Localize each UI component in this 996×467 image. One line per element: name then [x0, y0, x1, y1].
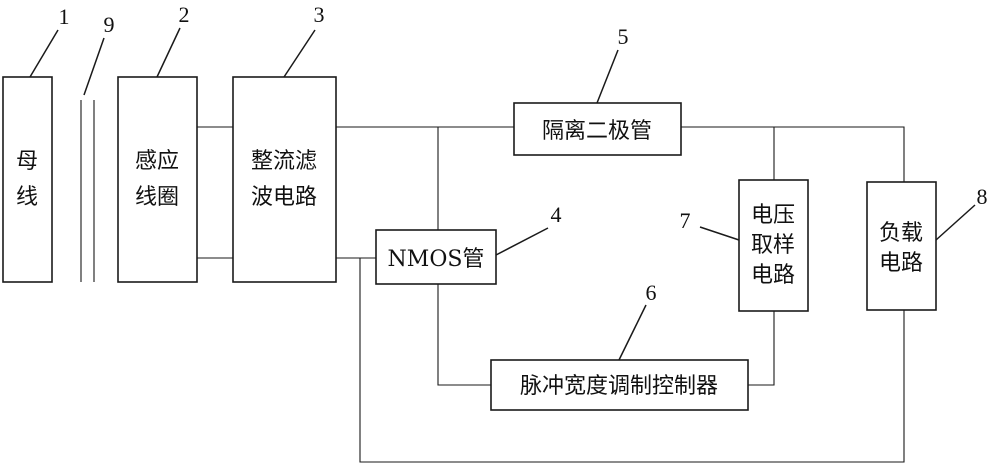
load-circuit-label-line1: 负载	[879, 221, 923, 246]
block-load-circuit: 负载 电路	[866, 181, 937, 311]
number-1: 1	[59, 4, 70, 29]
block-pwm-controller: 脉冲宽度调制控制器	[490, 359, 749, 411]
pwm-controller-label: 脉冲宽度调制控制器	[520, 374, 718, 399]
voltage-sampling-label-line2: 取样	[751, 233, 795, 258]
induction-coil-label-line2: 线圈	[135, 185, 179, 210]
leader-1	[29, 29, 59, 78]
leader-lines	[29, 27, 976, 361]
number-3: 3	[314, 2, 325, 27]
number-8: 8	[977, 184, 988, 209]
leader-5	[596, 49, 619, 104]
leader-3	[283, 29, 316, 78]
busbar-label-line1: 母	[16, 149, 38, 174]
rectifier-label-line1: 整流滤	[251, 149, 317, 174]
wire-nmos-to-pwm	[437, 284, 491, 386]
voltage-sampling-label-line3: 电路	[751, 263, 795, 288]
number-9: 9	[104, 12, 115, 37]
load-circuit-label-line2: 电路	[879, 251, 923, 276]
number-6: 6	[646, 280, 657, 305]
block-induction-coil: 感应 线圈	[117, 76, 198, 283]
number-7: 7	[680, 208, 691, 233]
block-isolation-diode: 隔离二极管	[513, 102, 682, 156]
rectifier-label-line2: 波电路	[251, 185, 317, 210]
number-5: 5	[618, 24, 629, 49]
induction-coil-label-line1: 感应	[135, 149, 179, 174]
insulation-layer	[80, 100, 95, 282]
leader-9	[83, 37, 105, 96]
leader-4	[495, 227, 549, 256]
busbar-label-line2: 线	[16, 185, 38, 210]
number-2: 2	[179, 2, 190, 27]
block-busbar: 母 线	[2, 76, 53, 283]
reference-numbers: 1 9 2 3 5 4 7 8 6	[59, 2, 988, 305]
number-4: 4	[551, 202, 562, 227]
isolation-diode-label: 隔离二极管	[542, 119, 652, 144]
leader-6	[618, 304, 647, 361]
wire-ground-return	[359, 258, 905, 463]
leader-2	[156, 27, 181, 78]
leader-8	[935, 204, 976, 241]
block-nmos: NMOS管	[375, 229, 497, 285]
wire-sampling-to-pwm	[748, 311, 775, 386]
wire-diode-to-load	[681, 126, 905, 182]
block-voltage-sampling: 电压 取样 电路	[738, 179, 809, 312]
block-rectifier-filter: 整流滤 波电路	[232, 76, 337, 283]
voltage-sampling-label-line1: 电压	[751, 203, 795, 228]
wires	[197, 126, 905, 463]
nmos-label: NMOS管	[388, 247, 485, 272]
leader-7	[699, 226, 740, 241]
